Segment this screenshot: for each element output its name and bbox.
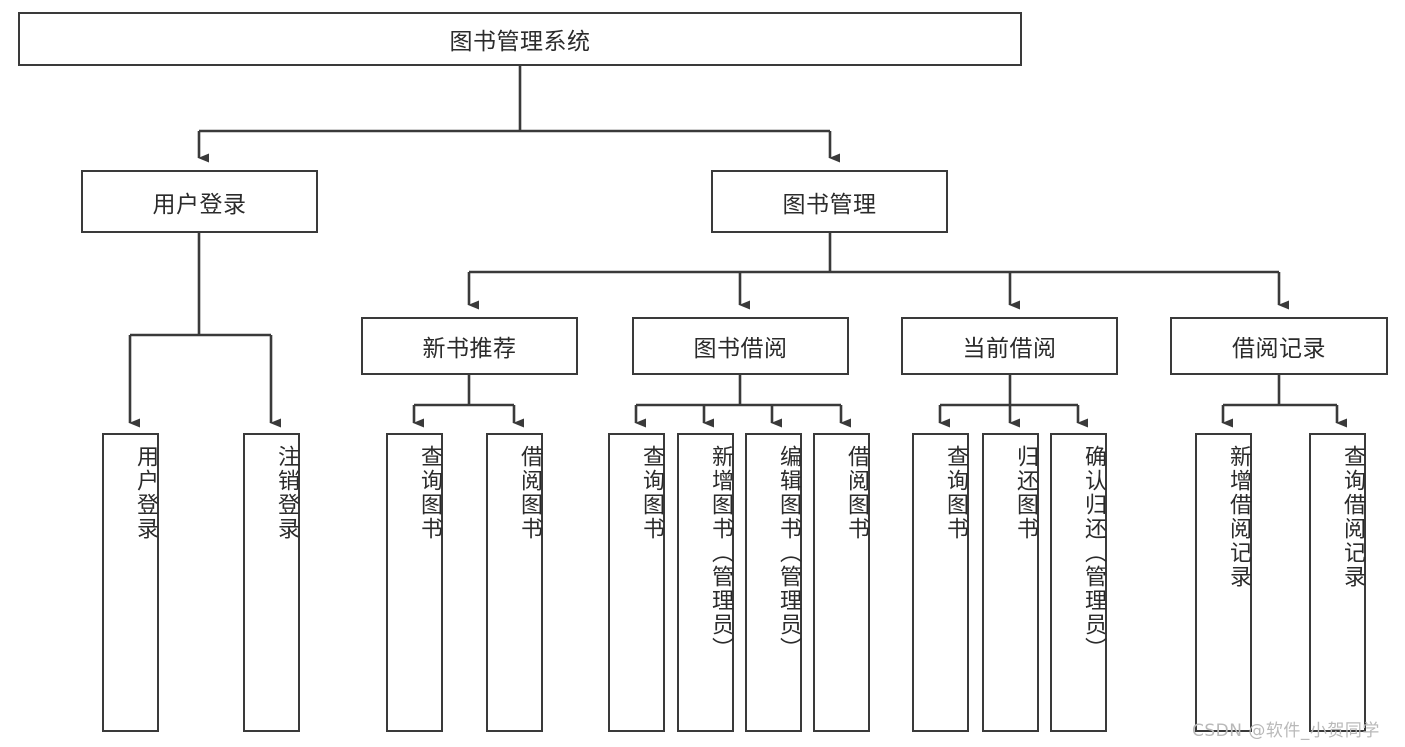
- leaf-query-book-recommend[interactable]: 查询图书: [386, 433, 443, 732]
- leaf-logout[interactable]: 注销登录: [243, 433, 300, 732]
- leaf-confirm-return-admin[interactable]: 确认归还（管理员）: [1050, 433, 1107, 732]
- leaf-add-borrow-record[interactable]: 新增借阅记录: [1195, 433, 1252, 732]
- leaf-borrow-book-borrow[interactable]: 借阅图书: [813, 433, 870, 732]
- node-new-book-recommend[interactable]: 新书推荐: [361, 317, 578, 375]
- node-label: 借阅图书: [844, 445, 869, 541]
- leaf-query-book-borrow[interactable]: 查询图书: [608, 433, 665, 732]
- node-borrow-record[interactable]: 借阅记录: [1170, 317, 1388, 375]
- node-label: 归还图书: [1013, 445, 1038, 541]
- leaf-edit-book-admin[interactable]: 编辑图书（管理员）: [745, 433, 802, 732]
- leaf-return-book[interactable]: 归还图书: [982, 433, 1039, 732]
- node-current-borrow[interactable]: 当前借阅: [901, 317, 1118, 375]
- node-label: 新书推荐: [422, 336, 517, 362]
- node-label: 编辑图书（管理员）: [776, 445, 801, 661]
- leaf-user-login[interactable]: 用户登录: [102, 433, 159, 732]
- node-label: 查询图书: [639, 445, 664, 541]
- csdn-watermark: CSDN @软件_小贺同学: [1192, 721, 1380, 741]
- node-label: 借阅图书: [517, 445, 542, 541]
- node-label: 注销登录: [274, 445, 299, 541]
- node-label: 新增借阅记录: [1226, 445, 1251, 589]
- node-label: 图书管理: [782, 191, 877, 218]
- node-label: 新增图书（管理员）: [708, 445, 733, 661]
- leaf-add-book-admin[interactable]: 新增图书（管理员）: [677, 433, 734, 732]
- node-label: 查询图书: [943, 445, 968, 541]
- node-label: 确认归还（管理员）: [1081, 445, 1106, 661]
- node-root-book-management-system[interactable]: 图书管理系统: [18, 12, 1022, 66]
- node-label: 查询借阅记录: [1340, 445, 1365, 589]
- node-label: 用户登录: [133, 445, 158, 541]
- node-label: 借阅记录: [1232, 336, 1326, 362]
- node-user-login[interactable]: 用户登录: [81, 170, 318, 233]
- node-label: 查询图书: [417, 445, 442, 541]
- node-book-borrow[interactable]: 图书借阅: [632, 317, 849, 375]
- node-label: 用户登录: [152, 191, 247, 218]
- leaf-borrow-book-recommend[interactable]: 借阅图书: [486, 433, 543, 732]
- node-label: 图书借阅: [693, 336, 788, 362]
- node-label: 图书管理系统: [449, 29, 591, 55]
- node-label: 当前借阅: [962, 336, 1057, 362]
- leaf-query-book-current[interactable]: 查询图书: [912, 433, 969, 732]
- leaf-query-borrow-record[interactable]: 查询借阅记录: [1309, 433, 1366, 732]
- node-book-manage[interactable]: 图书管理: [711, 170, 948, 233]
